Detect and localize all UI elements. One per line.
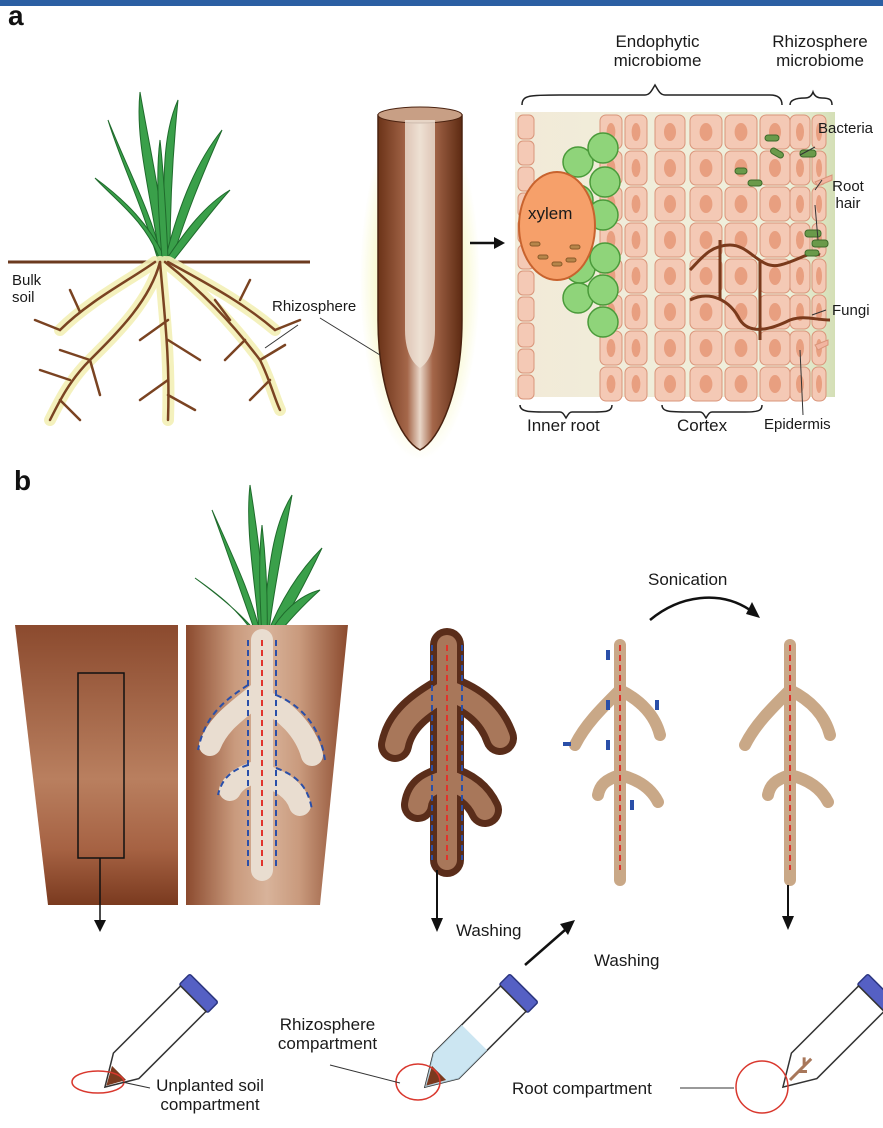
cell-nucleus — [632, 303, 641, 321]
plant-leaves-a — [95, 92, 230, 262]
cell-nucleus — [664, 195, 676, 213]
cell-nucleus — [769, 375, 781, 393]
label-root-hair: Root hair — [818, 178, 878, 212]
panel-label-a: a — [8, 0, 24, 32]
cell-nucleus — [816, 267, 822, 285]
cell-nucleus — [796, 375, 804, 393]
pericycle-cell — [588, 307, 618, 337]
pericycle-cell — [588, 133, 618, 163]
pericycle-cell — [590, 167, 620, 197]
label-epidermis: Epidermis — [764, 416, 831, 433]
tissue-cell — [518, 271, 534, 295]
label-rhizosphere-compartment: Rhizosphere compartment — [265, 1015, 390, 1053]
pot-planted — [186, 625, 348, 905]
label-cortex: Cortex — [677, 416, 727, 435]
label-xylem: xylem — [528, 204, 572, 223]
cell-nucleus — [816, 375, 822, 393]
pot-unplanted — [15, 625, 178, 932]
label-root-compartment: Root compartment — [512, 1079, 652, 1098]
cell-nucleus — [664, 375, 676, 393]
cell-nucleus — [796, 123, 804, 141]
cell-nucleus — [700, 195, 713, 213]
cell-nucleus — [700, 123, 713, 141]
cell-nucleus — [607, 375, 616, 393]
washing-arrow — [525, 920, 575, 965]
label-bulk-soil: Bulk soil — [12, 272, 57, 306]
root-with-soil — [395, 645, 500, 932]
label-fungi: Fungi — [832, 302, 870, 319]
cell-nucleus — [632, 231, 641, 249]
cell-nucleus — [632, 375, 641, 393]
cell-nucleus — [796, 195, 804, 213]
pericycle-cell — [590, 243, 620, 273]
cell-nucleus — [769, 267, 781, 285]
label-washing-2: Washing — [594, 951, 660, 970]
label-unplanted-soil-compartment: Unplanted soil compartment — [140, 1076, 280, 1114]
highlight-root — [736, 1061, 788, 1113]
cell-nucleus — [632, 267, 641, 285]
cell-nucleus — [664, 303, 676, 321]
cell-nucleus — [816, 159, 822, 177]
cell-nucleus — [796, 231, 804, 249]
top-band — [0, 0, 883, 6]
tissue-cell — [518, 323, 534, 347]
label-bacteria: Bacteria — [818, 120, 873, 137]
cell-nucleus — [796, 267, 804, 285]
root-washed — [563, 645, 660, 880]
cell-nucleus — [632, 159, 641, 177]
root-tissue-section — [515, 112, 835, 401]
label-sonication: Sonication — [648, 570, 727, 589]
tissue-cell — [518, 297, 534, 321]
cell-nucleus — [700, 267, 713, 285]
label-rhizosphere: Rhizosphere — [272, 298, 356, 315]
cell-nucleus — [735, 339, 748, 357]
panel-label-b: b — [14, 465, 31, 497]
cell-nucleus — [769, 159, 781, 177]
cell-nucleus — [796, 159, 804, 177]
cell-nucleus — [735, 375, 748, 393]
tissue-cell — [518, 349, 534, 373]
cell-nucleus — [735, 195, 748, 213]
cell-nucleus — [664, 123, 676, 141]
label-endophytic-microbiome: Endophytic microbiome — [595, 32, 720, 70]
label-inner-root: Inner root — [527, 416, 600, 435]
root-system-a — [35, 262, 300, 420]
cell-nucleus — [632, 195, 641, 213]
pericycle-cell — [588, 275, 618, 305]
plant-leaves-b — [195, 485, 322, 645]
tissue-cell — [518, 375, 534, 399]
tube-root — [769, 974, 883, 1101]
cell-nucleus — [700, 375, 713, 393]
cell-nucleus — [769, 339, 781, 357]
cell-nucleus — [664, 159, 676, 177]
cell-nucleus — [735, 267, 748, 285]
cell-nucleus — [632, 339, 641, 357]
cell-nucleus — [664, 267, 676, 285]
cell-nucleus — [664, 339, 676, 357]
tissue-cell — [518, 115, 534, 139]
top-braces — [522, 85, 832, 105]
root-tip — [360, 100, 480, 460]
cell-nucleus — [632, 123, 641, 141]
tissue-cell — [518, 141, 534, 165]
sonication-arrow — [650, 598, 760, 620]
cell-nucleus — [769, 231, 781, 249]
label-rhizosphere-microbiome: Rhizosphere microbiome — [760, 32, 880, 70]
cell-nucleus — [700, 339, 713, 357]
root-cleaned — [745, 645, 830, 930]
cell-nucleus — [607, 339, 616, 357]
cell-nucleus — [700, 303, 713, 321]
label-washing-1: Washing — [456, 921, 522, 940]
cell-nucleus — [769, 303, 781, 321]
cell-nucleus — [700, 231, 713, 249]
cell-nucleus — [664, 231, 676, 249]
cell-nucleus — [700, 159, 713, 177]
cell-nucleus — [769, 195, 781, 213]
cell-nucleus — [735, 123, 748, 141]
